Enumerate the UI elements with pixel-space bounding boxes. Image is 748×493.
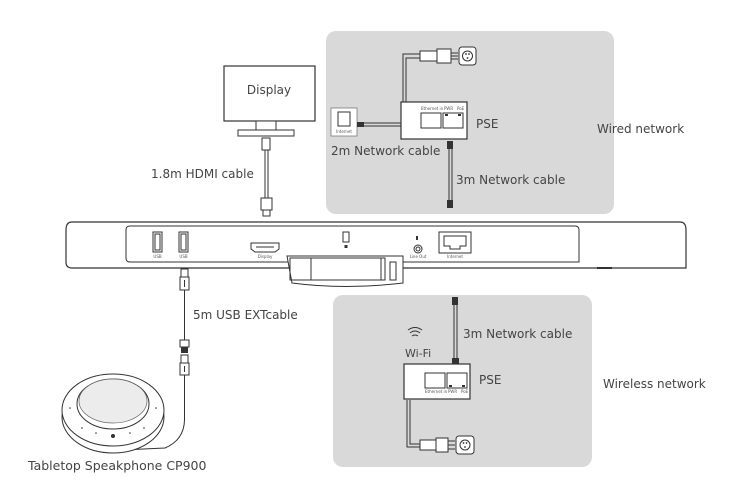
power-plug-wireless xyxy=(406,400,455,453)
network-cable-2m-label: 2m Network cable xyxy=(331,144,440,158)
pse-port-label-ethernet: Ethernet in xyxy=(421,106,444,111)
display-monitor: Display xyxy=(223,65,316,137)
hdmi-port-label: Display xyxy=(258,254,273,259)
hdmi-cable-label: 1.8m HDMI cable xyxy=(151,167,254,181)
pse-port-label-pwr: PWR xyxy=(444,106,453,111)
line-out-label: Line Out xyxy=(410,254,427,259)
network-cable-3m-wireless-label: 3m Network cable xyxy=(463,327,572,341)
power-plug xyxy=(402,48,458,102)
network-cable-3m-wired xyxy=(447,141,453,208)
wired-network-panel xyxy=(326,31,614,214)
wifi-icon xyxy=(407,327,423,337)
power-outlet-icon xyxy=(458,46,477,66)
pse-wireless-port-label-pwr: PWR xyxy=(448,389,457,394)
wired-network-label: Wired network xyxy=(597,122,684,136)
display-label: Display xyxy=(247,83,291,97)
usb-ext-cable-label: 5m USB EXTcable xyxy=(193,308,298,322)
usb-port-2-label: USB xyxy=(179,254,187,259)
hdmi-cable xyxy=(260,137,273,217)
usb-port-1-label: USB xyxy=(153,254,161,259)
pse-wireless: Ethernet in PWR PoE xyxy=(403,363,471,400)
pse-wireless-port-label-ethernet: Ethernet in xyxy=(425,389,448,394)
wireless-network-label: Wireless network xyxy=(603,377,706,391)
wall-jack-label: Internet xyxy=(336,129,352,134)
meetingbar-device xyxy=(65,221,687,287)
usb-ext-cable xyxy=(119,268,190,451)
speakerphone-cp900 xyxy=(61,373,165,454)
pse-wireless-label: PSE xyxy=(479,373,501,387)
pse-wired: Ethernet in PWR PoE xyxy=(400,101,468,140)
pse-wired-label: PSE xyxy=(476,117,498,131)
security-lock-icon xyxy=(342,231,350,248)
internet-port: Internet xyxy=(438,231,472,259)
pse-port-label-poe: PoE xyxy=(457,106,465,111)
pse-wireless-port-label-poe: PoE xyxy=(461,389,469,394)
usb-port-1: USB xyxy=(152,231,163,259)
line-out-port: Line Out xyxy=(410,236,427,259)
network-cable-3m-wireless xyxy=(452,297,459,366)
network-cable-3m-wired-label: 3m Network cable xyxy=(456,173,565,187)
power-outlet-wireless-icon xyxy=(455,435,475,455)
usb-port-2: USB xyxy=(178,231,189,259)
speakerphone-label: Tabletop Speakphone CP900 xyxy=(27,458,207,473)
hdmi-port: Display xyxy=(250,242,280,259)
internet-wall-jack: Internet xyxy=(330,107,358,137)
wifi-label: Wi-Fi xyxy=(405,347,431,360)
internet-port-label: Internet xyxy=(447,254,463,259)
